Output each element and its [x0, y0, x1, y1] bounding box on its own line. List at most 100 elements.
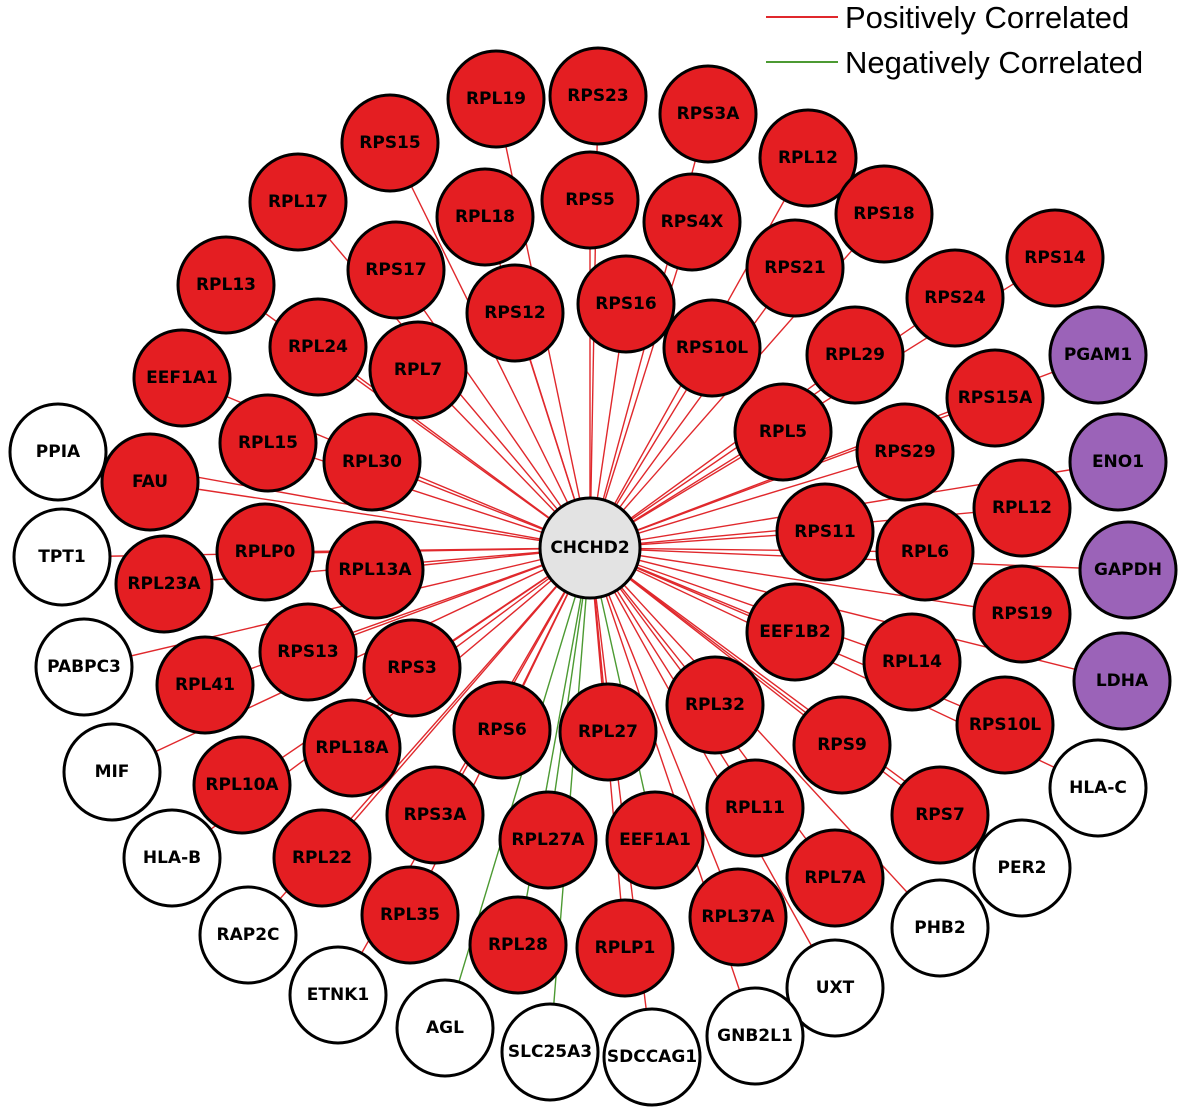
- gene-node-circle: [248, 152, 348, 252]
- gene-node-rpl7a-64: RPL7A: [785, 828, 885, 928]
- gene-node-label: RPL15: [238, 433, 298, 453]
- gene-node-rps18-9: RPS18: [834, 164, 934, 264]
- gene-node-label: RPS19: [991, 604, 1052, 624]
- gene-node-hla-c-54: HLA-C: [1048, 738, 1148, 838]
- gene-node-circle: [34, 617, 134, 717]
- gene-node-circle: [268, 297, 368, 397]
- gene-node-rpl6-35: RPL6: [875, 502, 975, 602]
- gene-node-circle: [905, 248, 1005, 348]
- gene-node-circle: [465, 263, 565, 363]
- gene-node-rps5-7: RPS5: [540, 150, 640, 250]
- gene-node-label: MIF: [95, 762, 130, 782]
- gene-node-rpl19-0: RPL19: [446, 49, 546, 149]
- gene-node-circle: [558, 682, 658, 782]
- edge-rpl14-43: [589, 547, 913, 663]
- gene-node-label: RPS10L: [676, 338, 748, 358]
- gene-node-label: EEF1A1: [619, 830, 691, 850]
- gene-node-rpl13a-37: RPL13A: [325, 520, 425, 620]
- gene-node-ldha-45: LDHA: [1072, 631, 1172, 731]
- gene-node-gnb2l1-74: GNB2L1: [705, 986, 805, 1086]
- gene-node-label: RPS17: [365, 260, 426, 280]
- gene-node-circle: [215, 502, 315, 602]
- gene-node-circle: [662, 298, 762, 398]
- gene-node-circle: [576, 254, 676, 354]
- gene-node-label: RPS16: [595, 294, 656, 314]
- gene-node-label: RPL18A: [315, 738, 389, 758]
- gene-node-circle: [385, 765, 485, 865]
- gene-node-label: GAPDH: [1094, 560, 1162, 580]
- gene-node-rpl27a-59: RPL27A: [498, 790, 598, 890]
- gene-node-circle: [362, 618, 462, 718]
- gene-node-rps6-49: RPS6: [452, 680, 552, 780]
- gene-node-circle: [745, 582, 845, 682]
- gene-node-circle: [705, 986, 805, 1086]
- gene-node-circle: [540, 150, 640, 250]
- gene-node-label: UXT: [816, 978, 855, 998]
- gene-node-rps15-3: RPS15: [340, 93, 440, 193]
- legend-positive-label: Positively Correlated: [845, 0, 1129, 35]
- gene-node-rps11-32: RPS11: [775, 482, 875, 582]
- gene-node-label: RPL5: [759, 422, 807, 442]
- gene-node-rpl12-4: RPL12: [758, 108, 858, 208]
- edge-rps29-27: [589, 451, 906, 549]
- gene-node-circle: [176, 235, 276, 335]
- gene-node-label: HLA-C: [1069, 778, 1127, 798]
- gene-node-label: RPL37A: [701, 907, 775, 927]
- gene-node-label: RAP2C: [216, 925, 279, 945]
- gene-node-rpl32-47: RPL32: [665, 655, 765, 755]
- gene-node-rap2c-70: RAP2C: [198, 885, 298, 985]
- gene-node-circle: [733, 382, 833, 482]
- gene-node-label: RPL35: [380, 905, 440, 925]
- edge-rpl37a-66: [589, 547, 739, 918]
- gene-node-label: RPL24: [288, 337, 348, 357]
- gene-node-label: HLA-B: [143, 848, 201, 868]
- gene-node-circle: [955, 675, 1055, 775]
- gene-node-circle: [500, 1002, 600, 1102]
- gene-node-label: RPL29: [825, 345, 885, 365]
- gene-node-circle: [122, 808, 222, 908]
- gene-node-circle: [834, 164, 934, 264]
- gene-node-circle: [972, 564, 1072, 664]
- edge-rpl22-61: [321, 547, 591, 859]
- gene-node-label: RPS13: [277, 642, 338, 662]
- gene-node-label: RPL19: [466, 89, 526, 109]
- gene-node-circle: [775, 482, 875, 582]
- gene-node-rpl7-22: RPL7: [368, 320, 468, 420]
- gene-node-circle: [890, 878, 990, 978]
- center-node-label: CHCHD2: [550, 538, 629, 558]
- gene-node-label: RPL28: [488, 935, 548, 955]
- gene-node-gapdh-36: GAPDH: [1078, 520, 1178, 620]
- gene-node-label: RPS10L: [969, 715, 1041, 735]
- gene-node-circle: [272, 808, 372, 908]
- gene-node-rpl18-6: RPL18: [435, 167, 535, 267]
- gene-node-label: RPL10A: [205, 775, 279, 795]
- gene-node-slc25a3-75: SLC25A3: [500, 1002, 600, 1102]
- gene-node-label: RPS15A: [958, 388, 1033, 408]
- gene-node-rps21-12: RPS21: [745, 218, 845, 318]
- gene-node-circle: [498, 790, 598, 890]
- gene-node-circle: [155, 635, 255, 735]
- gene-node-circle: [945, 348, 1045, 448]
- gene-node-pgam1-20: PGAM1: [1048, 305, 1148, 405]
- gene-node-label: RPS3A: [404, 805, 468, 825]
- gene-node-label: PHB2: [914, 918, 965, 938]
- gene-node-rps17-11: RPS17: [346, 220, 446, 320]
- gene-node-label: RPL14: [882, 652, 942, 672]
- gene-node-rpl13-10: RPL13: [176, 235, 276, 335]
- gene-node-label: RPL18: [455, 207, 515, 227]
- gene-node-circle: [785, 938, 885, 1038]
- gene-node-eef1b2-40: EEF1B2: [745, 582, 845, 682]
- gene-node-circle: [890, 765, 990, 865]
- gene-node-label: RPS29: [874, 442, 935, 462]
- gene-node-label: RPS6: [477, 720, 527, 740]
- edge-rpl18a-52: [351, 547, 591, 749]
- gene-node-mif-53: MIF: [62, 722, 162, 822]
- gene-node-uxt-71: UXT: [785, 938, 885, 1038]
- gene-node-label: RPS7: [915, 805, 965, 825]
- gene-node-circle: [1048, 305, 1148, 405]
- gene-node-rpl15-26: RPL15: [218, 393, 318, 493]
- gene-node-circle: [198, 885, 298, 985]
- gene-node-rpl27-50: RPL27: [558, 682, 658, 782]
- gene-node-circle: [1078, 520, 1178, 620]
- gene-node-circle: [855, 402, 955, 502]
